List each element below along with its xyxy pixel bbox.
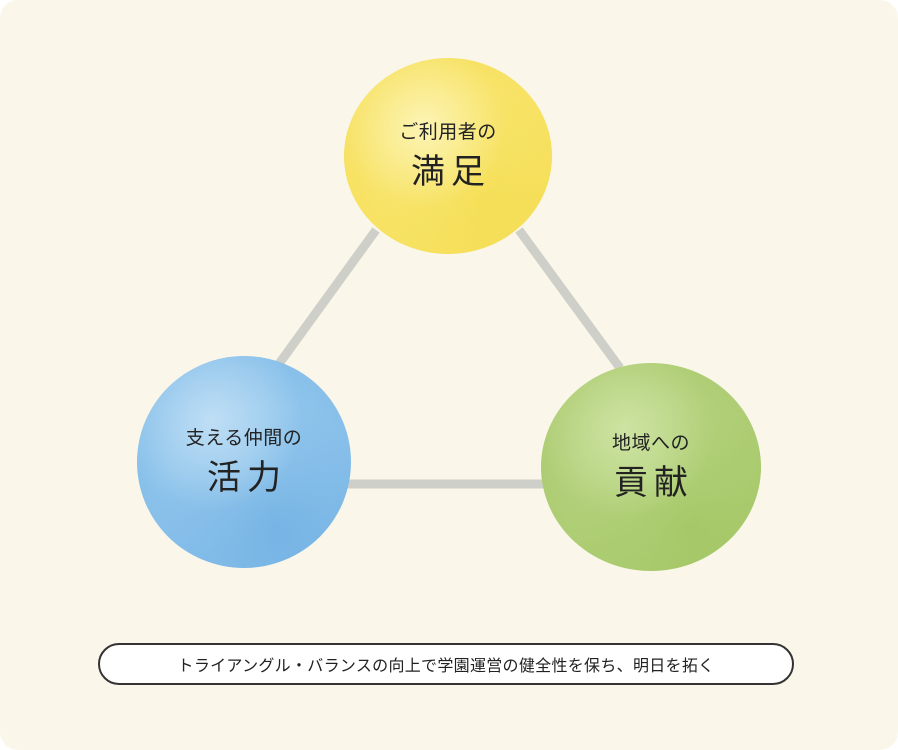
node-right-sub-label: 地域への	[611, 431, 690, 454]
node-user-satisfaction: ご利用者の 満足	[344, 58, 552, 254]
node-left-sub-label: 支える仲間の	[185, 426, 303, 449]
connector-top-left	[272, 227, 380, 371]
node-top-main-label: 満足	[411, 151, 491, 192]
node-right-main-label: 貢献	[614, 462, 694, 503]
caption-banner: トライアングル・バランスの向上で学園運営の健全性を保ち、明日を拓く	[98, 643, 794, 685]
connector-top-right	[515, 227, 624, 371]
node-community-contribution: 地域への 貢献	[541, 363, 761, 571]
node-colleague-vitality: 支える仲間の 活力	[137, 356, 351, 568]
node-top-sub-label: ご利用者の	[399, 120, 497, 143]
node-left-main-label: 活力	[207, 457, 287, 498]
